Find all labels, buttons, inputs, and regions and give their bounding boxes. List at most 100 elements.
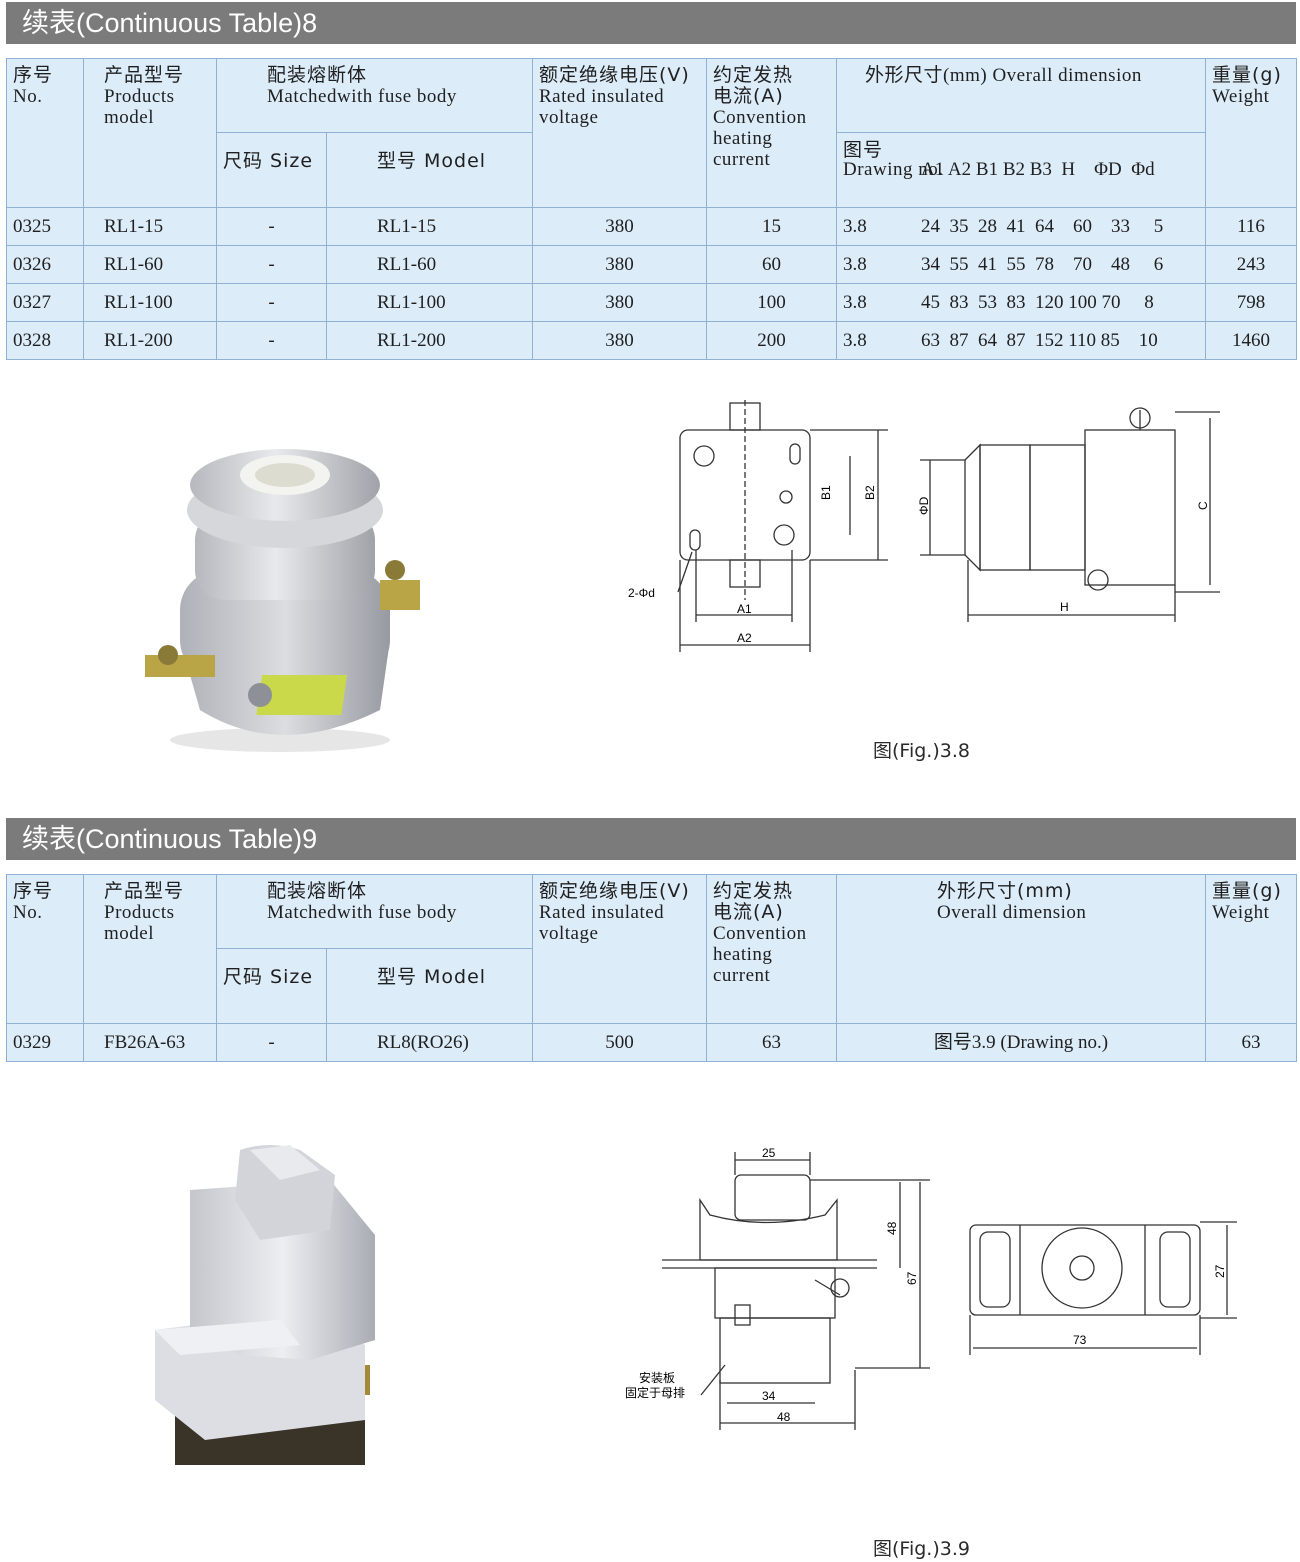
cell-weight: 798	[1205, 283, 1297, 322]
cell-voltage: 380	[532, 283, 707, 322]
cell-dimensions: 3.8 24 35 28 41 64 60 33 5	[836, 207, 1206, 246]
dim-67: 67	[905, 1271, 919, 1285]
cell-size: -	[216, 321, 327, 360]
header-weight: 重量(g) Weight	[1205, 58, 1297, 208]
cell-voltage: 380	[532, 207, 707, 246]
header-no: 序号 No.	[6, 58, 84, 208]
cell-current: 15	[706, 207, 837, 246]
header-current: 约定发热电流(A) Convention heating current	[706, 874, 837, 1024]
cell-current: 63	[706, 1023, 837, 1062]
cell-dimension-values: 45 83 53 83 120 100 70 8	[921, 292, 1154, 313]
cell-fuse-model: RL8(RO26)	[326, 1023, 533, 1062]
note-mounting-plate: 安装板	[639, 1370, 675, 1385]
cell-weight: 243	[1205, 245, 1297, 284]
cell-current: 100	[706, 283, 837, 322]
cell-no: 0328	[6, 321, 84, 360]
cell-weight: 1460	[1205, 321, 1297, 360]
cell-size: -	[216, 1023, 327, 1062]
section-title: 续表(Continuous Table)8	[22, 8, 318, 38]
label-holes: 2-Φd	[628, 586, 655, 600]
dim-25: 25	[762, 1146, 776, 1160]
cell-no: 0329	[6, 1023, 84, 1062]
cell-drawing-no: 3.8	[843, 216, 867, 237]
cell-dimension-values: 34 55 41 55 78 70 48 6	[921, 254, 1164, 275]
technical-drawing-3-8: B1 B2 ΦD C H A1 A2 2-Φd	[628, 400, 1220, 652]
cell-no: 0325	[6, 207, 84, 246]
cell-fuse-model: RL1-60	[326, 245, 533, 284]
cell-model: RL1-15	[83, 207, 217, 246]
header-current: 约定发热电流(A) Convention heating current	[706, 58, 837, 208]
section-title: 续表(Continuous Table)9	[22, 824, 318, 854]
header-fuse-body: 配装熔断体 Matchedwith fuse body	[216, 874, 533, 949]
cell-fuse-model: RL1-200	[326, 321, 533, 360]
header-size: 尺码 Size	[216, 132, 327, 208]
figure-caption-3-9: 图(Fig.)3.9	[873, 1538, 970, 1560]
cell-dimensions: 3.8 63 87 64 87 152 110 85 10	[836, 321, 1206, 360]
dim-34: 34	[762, 1389, 776, 1403]
cell-dimensions: 图号3.9 (Drawing no.)	[836, 1023, 1206, 1062]
header-model: 产品型号 Products model	[83, 874, 217, 1024]
cell-size: -	[216, 207, 327, 246]
spec-table-8: 序号 No. 产品型号 Products model 配装熔断体 Matched…	[6, 58, 1297, 360]
cell-current: 60	[706, 245, 837, 284]
product-photo-fb26a	[155, 1145, 375, 1465]
cell-dimensions: 3.8 45 83 53 83 120 100 70 8	[836, 283, 1206, 322]
header-dim-columns: A1 A2 B1 B2 B3 H ΦD Φd	[921, 159, 1155, 180]
section-title-bar-8: 续表(Continuous Table)8	[6, 2, 1296, 44]
label-h: H	[1060, 600, 1069, 614]
label-b2: B2	[863, 485, 877, 500]
header-no: 序号 No.	[6, 874, 84, 1024]
header-drawing-no: 图号 Drawing no.	[843, 139, 944, 180]
dim-48-horizontal: 48	[777, 1410, 791, 1424]
cell-weight: 63	[1205, 1023, 1297, 1062]
label-a1: A1	[737, 602, 752, 616]
header-dimension: 外形尺寸(mm) Overall dimension	[836, 874, 1206, 1024]
note-fixed-to-busbar: 固定于母排	[625, 1385, 685, 1400]
header-fuse-model: 型号 Model	[326, 132, 533, 208]
cell-model: FB26A-63	[83, 1023, 217, 1062]
cell-no: 0327	[6, 283, 84, 322]
header-voltage: 额定绝缘电压(V) Rated insulated voltage	[532, 58, 707, 208]
header-dimension: 外形尺寸(mm) Overall dimension	[836, 58, 1206, 133]
label-b1: B1	[819, 485, 833, 500]
cell-fuse-model: RL1-15	[326, 207, 533, 246]
cell-dimension-values: 63 87 64 87 152 110 85 10	[921, 330, 1158, 351]
dim-73: 73	[1073, 1333, 1087, 1347]
cell-weight: 116	[1205, 207, 1297, 246]
cell-model: RL1-200	[83, 321, 217, 360]
cell-voltage: 500	[532, 1023, 707, 1062]
section-title-bar-9: 续表(Continuous Table)9	[6, 818, 1296, 860]
cell-size: -	[216, 245, 327, 284]
cell-voltage: 380	[532, 245, 707, 284]
cell-current: 200	[706, 321, 837, 360]
label-c: C	[1196, 501, 1210, 510]
product-photo-rl1	[145, 449, 420, 752]
dim-27: 27	[1213, 1264, 1227, 1278]
dim-48-vertical: 48	[885, 1221, 899, 1235]
label-phid: ΦD	[917, 496, 931, 515]
cell-model: RL1-100	[83, 283, 217, 322]
cell-model: RL1-60	[83, 245, 217, 284]
cell-dimension-values: 24 35 28 41 64 60 33 5	[921, 216, 1164, 237]
technical-drawing-3-9: 25 48 67 34 48 73 27 安装板 固定于母排	[625, 1146, 1237, 1430]
header-voltage: 额定绝缘电压(V) Rated insulated voltage	[532, 874, 707, 1024]
cell-fuse-model: RL1-100	[326, 283, 533, 322]
cell-drawing-no: 3.8	[843, 254, 867, 275]
spec-table-9: 序号 No. 产品型号 Products model 配装熔断体 Matched…	[6, 874, 1297, 1062]
label-a2: A2	[737, 631, 752, 645]
figure-caption-3-8: 图(Fig.)3.8	[873, 740, 970, 762]
cell-voltage: 380	[532, 321, 707, 360]
cell-drawing-no: 3.8	[843, 330, 867, 351]
header-weight: 重量(g) Weight	[1205, 874, 1297, 1024]
cell-no: 0326	[6, 245, 84, 284]
header-model: 产品型号 Products model	[83, 58, 217, 208]
cell-dimensions: 3.8 34 55 41 55 78 70 48 6	[836, 245, 1206, 284]
cell-drawing-no: 3.8	[843, 292, 867, 313]
header-fuse-body: 配装熔断体 Matchedwith fuse body	[216, 58, 533, 133]
cell-size: -	[216, 283, 327, 322]
header-fuse-model: 型号 Model	[326, 948, 533, 1024]
header-size: 尺码 Size	[216, 948, 327, 1024]
